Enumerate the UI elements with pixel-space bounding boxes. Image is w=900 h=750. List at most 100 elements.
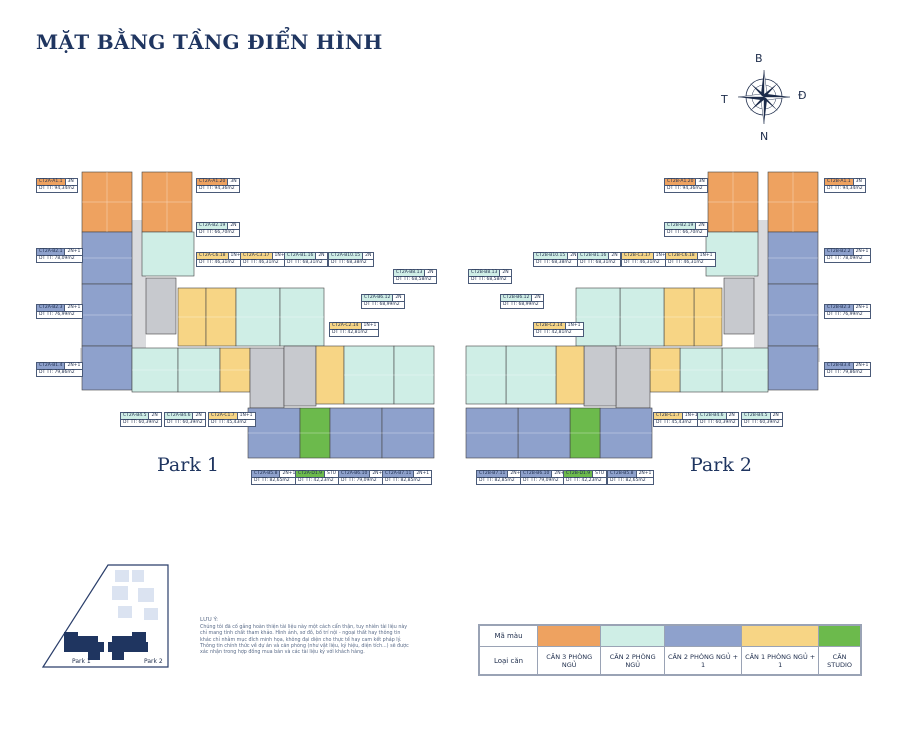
unit-code: CT2B-B8.13 — [469, 270, 500, 276]
unit-code: CT2A-B6.10 — [339, 471, 370, 477]
unit-type: 2N — [531, 295, 543, 301]
unit-area: DT TT: 76,99m2 — [37, 311, 83, 318]
unit-code: CT2A-B4.5 — [121, 413, 149, 419]
legend-swatch-2pn — [600, 625, 665, 647]
legend-label-2pn-plus: CĂN 2 PHÒNG NGỦ + 1 — [663, 646, 743, 675]
unit-type: 2N+1 — [279, 471, 298, 477]
unit-code: CT2B-C3.17 — [622, 253, 653, 259]
unit-code: CT2B-B2.2 — [825, 249, 853, 255]
unit-type: 1N+1 — [227, 253, 246, 259]
legend-label-1pn-plus: CĂN 1 PHÒNG NGỦ + 1 — [741, 646, 820, 675]
unit-area: DT TT: 76,99m2 — [825, 311, 871, 318]
compass-icon — [737, 69, 791, 125]
legend-color-header: Mã màu — [479, 625, 538, 647]
unit-type: 2N+1 — [369, 471, 388, 477]
disclaimer-note: LƯU Ý: Chúng tôi đã cố gắng hoàn thiện t… — [200, 617, 410, 656]
unit-code: CT2A-D1.9 — [296, 471, 324, 477]
unit-code: CT2A-A1.20 — [197, 179, 228, 185]
unit-area: DT TT: 66,70m2 — [665, 229, 707, 236]
unit-type: 2N — [769, 413, 781, 419]
elevator-core — [283, 345, 317, 407]
unit-type: 1N+1 — [360, 323, 379, 329]
unit-code: CT2A-B2.19 — [197, 223, 228, 229]
unit-type: 2N+1 — [852, 363, 871, 369]
unit-area: DT TT: 42,81m2 — [534, 329, 583, 336]
unit-area: DT TT: 82,85m2 — [477, 477, 526, 484]
unit-type: 3N — [852, 179, 864, 185]
unit-code: CT2A-B6.12 — [362, 295, 393, 301]
unit-area: DT TT: 82,65m2 — [252, 477, 298, 484]
unit-area: DT TT: 78,09m2 — [825, 255, 871, 262]
park-buildings — [64, 632, 148, 660]
legend-swatch-1pn-plus — [741, 625, 820, 647]
legend-type-header: Loại căn — [479, 646, 538, 675]
unit-area: DT TT: 79,09m2 — [521, 477, 570, 484]
unit-code: CT2B-B2.3 — [825, 305, 853, 311]
unit-code: CT2B-D1.9 — [564, 471, 593, 477]
unit-area: DT TT: 68,31m2 — [578, 259, 620, 266]
unit-type: 2N — [227, 223, 239, 229]
unit-type: 3N — [695, 179, 707, 185]
unit-area: DT TT: 60,39m2 — [121, 419, 161, 425]
unit-area: DT TT: 60,39m2 — [165, 419, 205, 425]
color-legend: Mã màu Loại căn CĂN 3 PHÒNG NGỦ CĂN 2 PH… — [478, 624, 862, 676]
unit-area: DT TT: 66,70m2 — [197, 229, 239, 236]
unit-area: DT TT: 46,31m2 — [197, 259, 246, 266]
unit-type: 2N+1 — [64, 363, 83, 369]
unit-area: DT TT: 68,99m2 — [501, 301, 543, 308]
unit-area: DT TT: 60,39m2 — [742, 419, 782, 425]
unit-area: DT TT: 82,65m2 — [608, 477, 654, 484]
unit-area: DT TT: 79,86m2 — [825, 369, 871, 376]
unit-area: DT TT: 45,43m2 — [209, 419, 255, 426]
unit-type: 2N — [148, 413, 160, 419]
unit-code: CT2B-B3.4 — [825, 363, 853, 369]
unit-area: DT TT: 46,31m2 — [241, 259, 290, 266]
unit-type: 2N — [567, 253, 579, 259]
unit-code: CT2A-A1.1 — [37, 179, 65, 185]
stair-core — [723, 277, 755, 335]
unit-type: 2N — [192, 413, 204, 419]
unit-area: DT TT: 94,34m2 — [825, 185, 865, 191]
unit-code: CT2B-B1.16 — [578, 253, 609, 259]
compass-east-label: Đ — [798, 89, 807, 102]
legend-swatch-2pn-plus — [663, 625, 743, 647]
legend-table: Mã màu Loại căn CĂN 3 PHÒNG NGỦ CĂN 2 PH… — [479, 625, 861, 675]
unit-type: 2N+1 — [507, 471, 526, 477]
unit-type: 2N — [608, 253, 620, 259]
unit-type: 2N — [499, 270, 511, 276]
unit-code: CT2A-C6.18 — [197, 253, 228, 259]
unit-area: DT TT: 94,36m2 — [197, 185, 239, 192]
unit-code: CT2A-C3.17 — [241, 253, 272, 259]
site-minimap: Park 1 Park 2 — [40, 562, 170, 670]
unit-code: CT2B-B4.5 — [742, 413, 770, 419]
unit-code: CT2A-B2.1 — [37, 249, 65, 255]
unit-code: CT2B-C2.14 — [534, 323, 565, 329]
unit-code: CT2A-B1.16 — [285, 253, 316, 259]
unit-code: CT2B-B6.10 — [521, 471, 552, 477]
unit-code: CT2B-B4.6 — [698, 413, 726, 419]
unit-area: DT TT: 42,23m2 — [564, 477, 606, 484]
page-title: MẶT BẰNG TẦNG ĐIỂN HÌNH — [36, 30, 383, 54]
